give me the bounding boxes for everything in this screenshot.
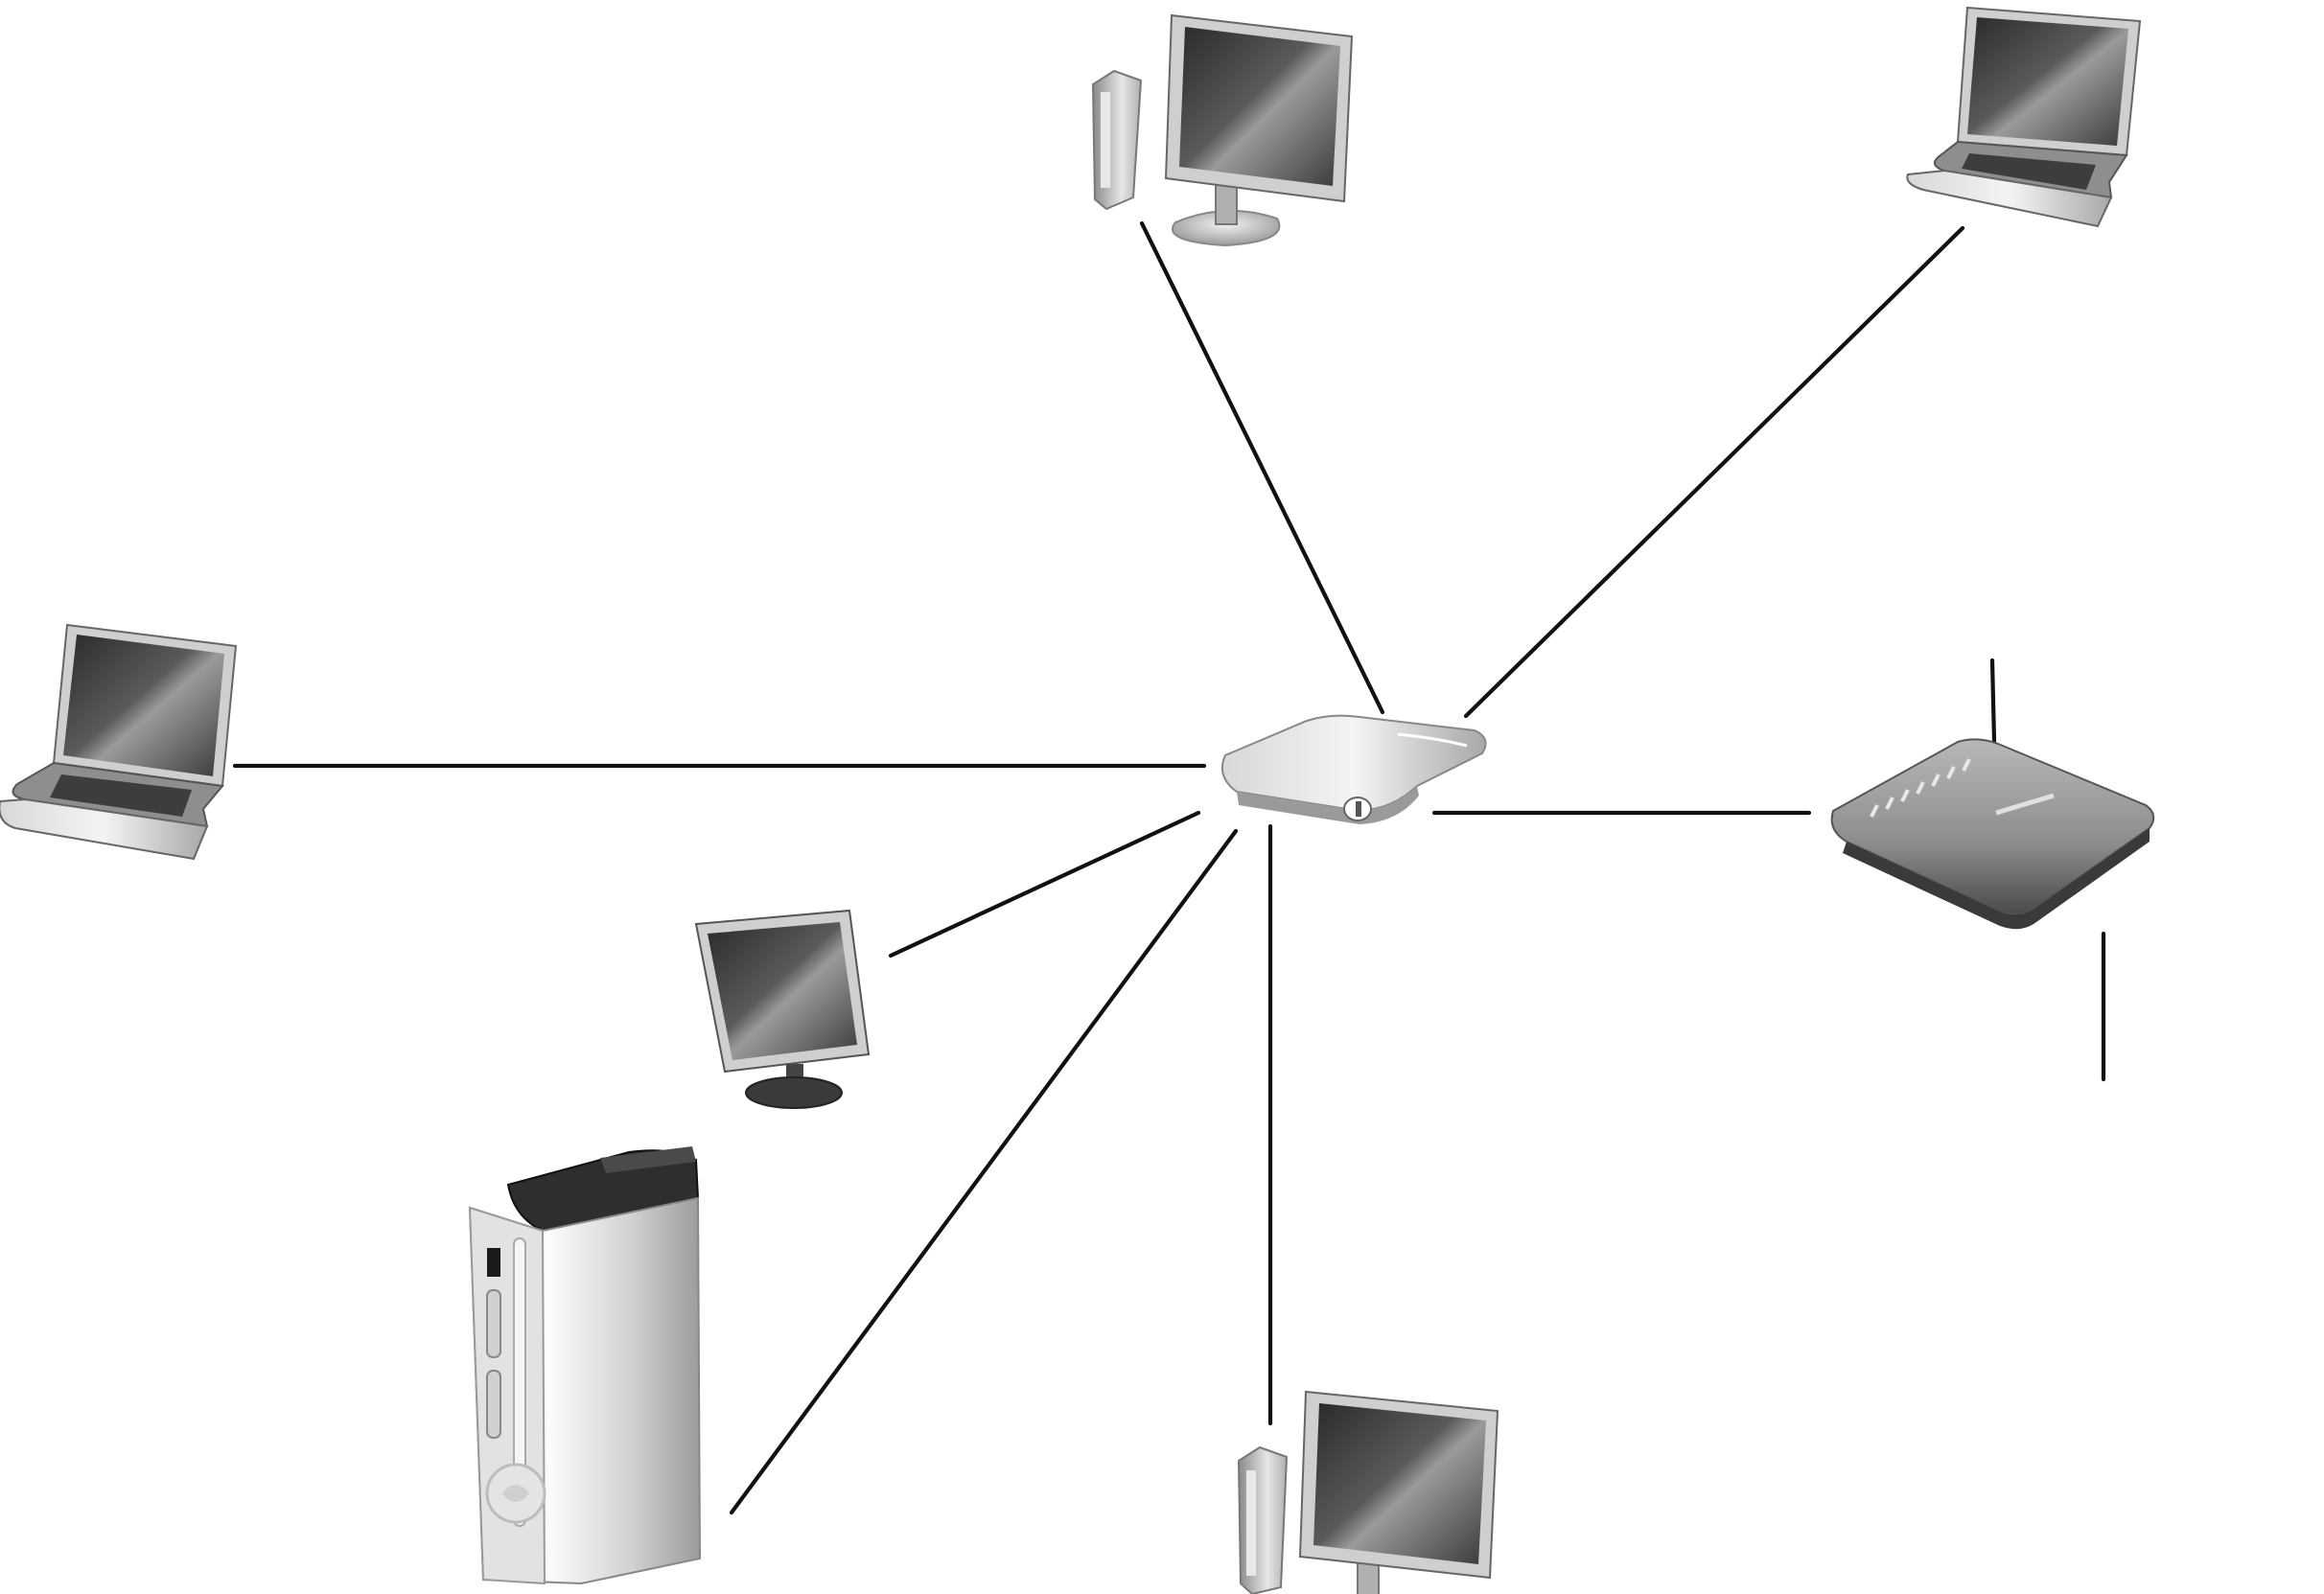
hub-switch[interactable] (1221, 714, 1487, 824)
link-router-antenna (1989, 658, 1997, 744)
wireless-router[interactable] (1830, 738, 2155, 930)
laptop-left[interactable] (0, 623, 238, 861)
connections (232, 220, 2106, 1515)
link-hub-tower-pc-top (1139, 220, 1385, 715)
console-power-slot (487, 1248, 500, 1277)
router-led-row (1870, 758, 1971, 818)
link-hub-monitor-small (888, 810, 1201, 959)
tower-pc-bottom[interactable] (1237, 1390, 1499, 1594)
monitor-small[interactable] (694, 909, 871, 1109)
link-hub-laptop-top-right (1463, 225, 1965, 719)
game-console[interactable] (468, 1146, 702, 1585)
tower-pc-top[interactable] (1091, 13, 1354, 247)
laptop-top-right[interactable] (1906, 6, 2142, 228)
link-hub-game-console (729, 828, 1239, 1515)
